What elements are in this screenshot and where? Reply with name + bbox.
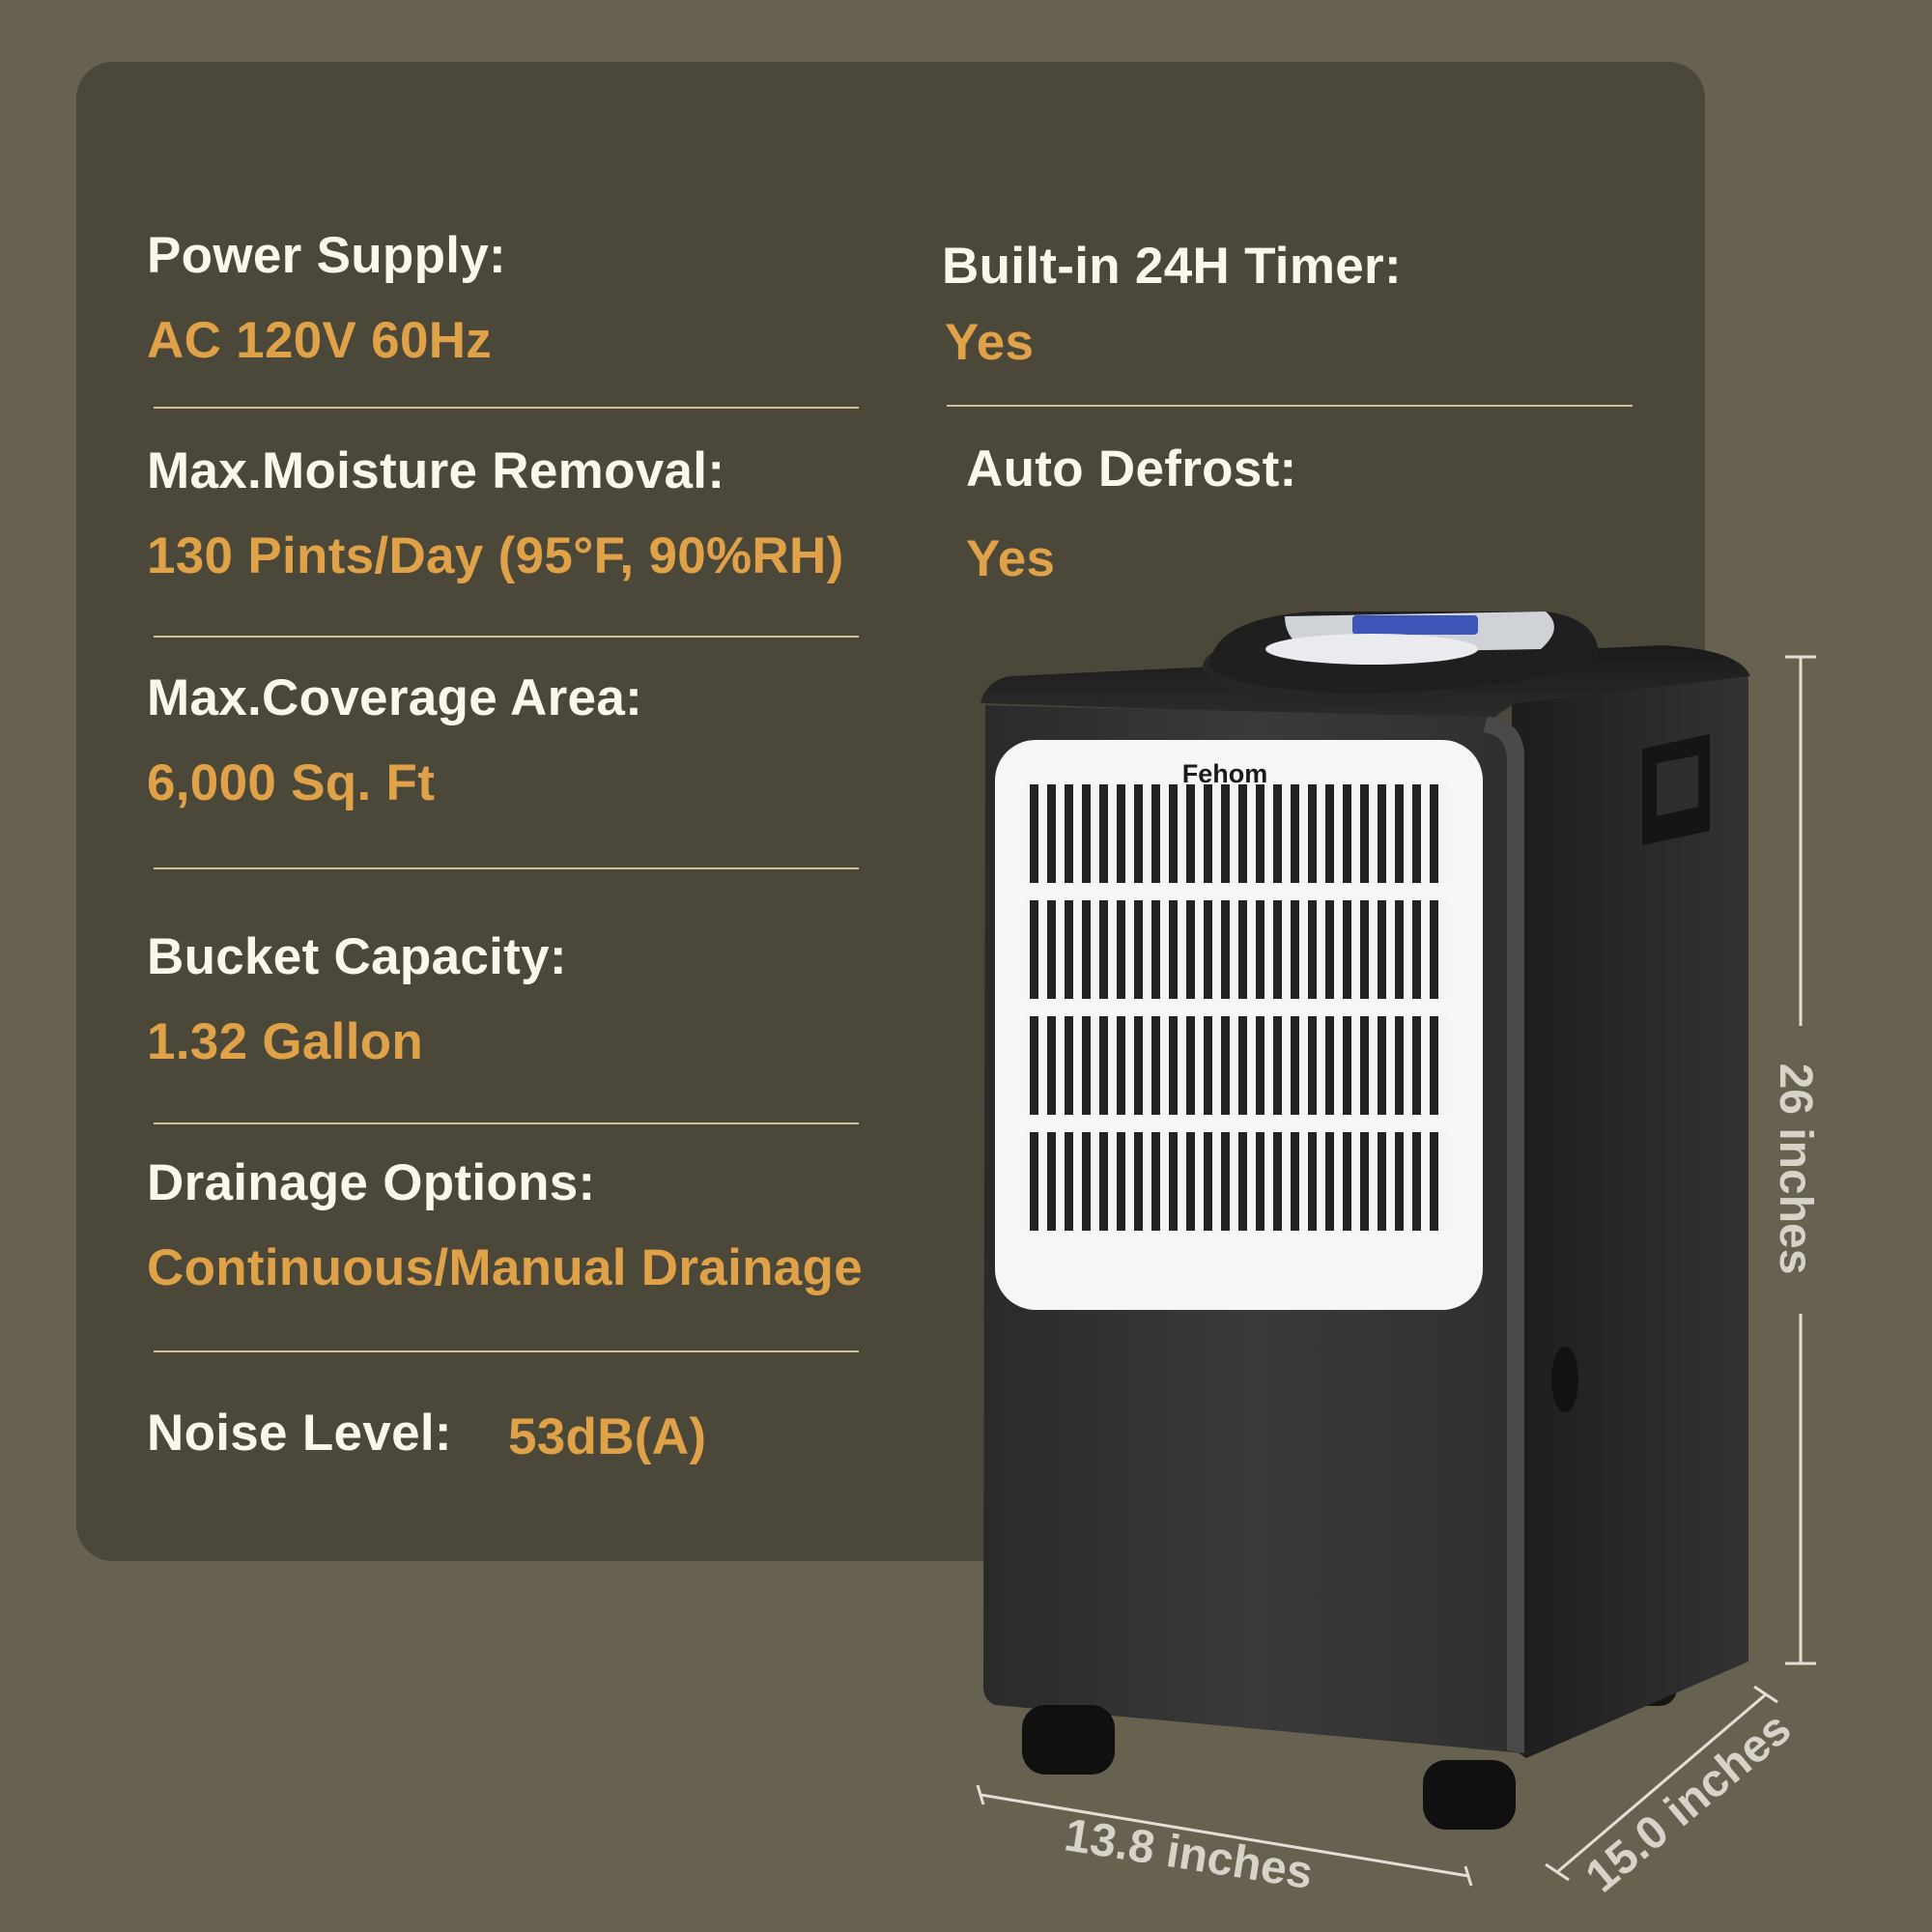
- moisture-removal-label: Max.Moisture Removal:: [147, 442, 725, 499]
- divider: [154, 407, 859, 409]
- divider: [154, 636, 859, 638]
- display-screen: [1352, 615, 1478, 635]
- divider: [154, 867, 859, 869]
- vent-row: [1026, 784, 1447, 883]
- timer-label: Built-in 24H Timer:: [942, 238, 1402, 295]
- bucket-value: 1.32 Gallon: [147, 1013, 424, 1070]
- drainage-label: Drainage Options:: [147, 1154, 596, 1211]
- bucket-label: Bucket Capacity:: [147, 928, 567, 985]
- vent-row: [1026, 1016, 1447, 1115]
- coverage-value: 6,000 Sq. Ft: [147, 754, 436, 811]
- divider: [947, 405, 1633, 407]
- auto-defrost-value: Yes: [966, 530, 1056, 587]
- side-panel: [1512, 667, 1748, 1758]
- drainage-value: Continuous/Manual Drainage: [147, 1239, 864, 1296]
- timer-value: Yes: [945, 314, 1035, 371]
- width-dimension: 13.8 inches: [1061, 1809, 1316, 1899]
- drain-port: [1551, 1347, 1578, 1412]
- noise-value: 53dB(A): [508, 1408, 707, 1465]
- power-supply-value: AC 120V 60Hz: [147, 312, 493, 369]
- brand-logo: Fehom: [1182, 759, 1268, 788]
- moisture-removal-value: 130 Pints/Day (95°F, 90%RH): [147, 527, 844, 584]
- noise-label: Noise Level:: [147, 1405, 452, 1462]
- wheel: [1022, 1705, 1115, 1775]
- auto-defrost-label: Auto Defrost:: [966, 440, 1297, 497]
- power-supply-label: Power Supply:: [147, 227, 507, 284]
- coverage-label: Max.Coverage Area:: [147, 669, 643, 726]
- divider: [154, 1350, 859, 1352]
- divider: [154, 1122, 859, 1124]
- vent-row: [1026, 1132, 1447, 1231]
- height-dimension: 26 inches: [1770, 1064, 1821, 1275]
- depth-dimension: 15.0 inches: [1577, 1703, 1801, 1903]
- wheel: [1423, 1760, 1516, 1830]
- vent-row: [1026, 900, 1447, 999]
